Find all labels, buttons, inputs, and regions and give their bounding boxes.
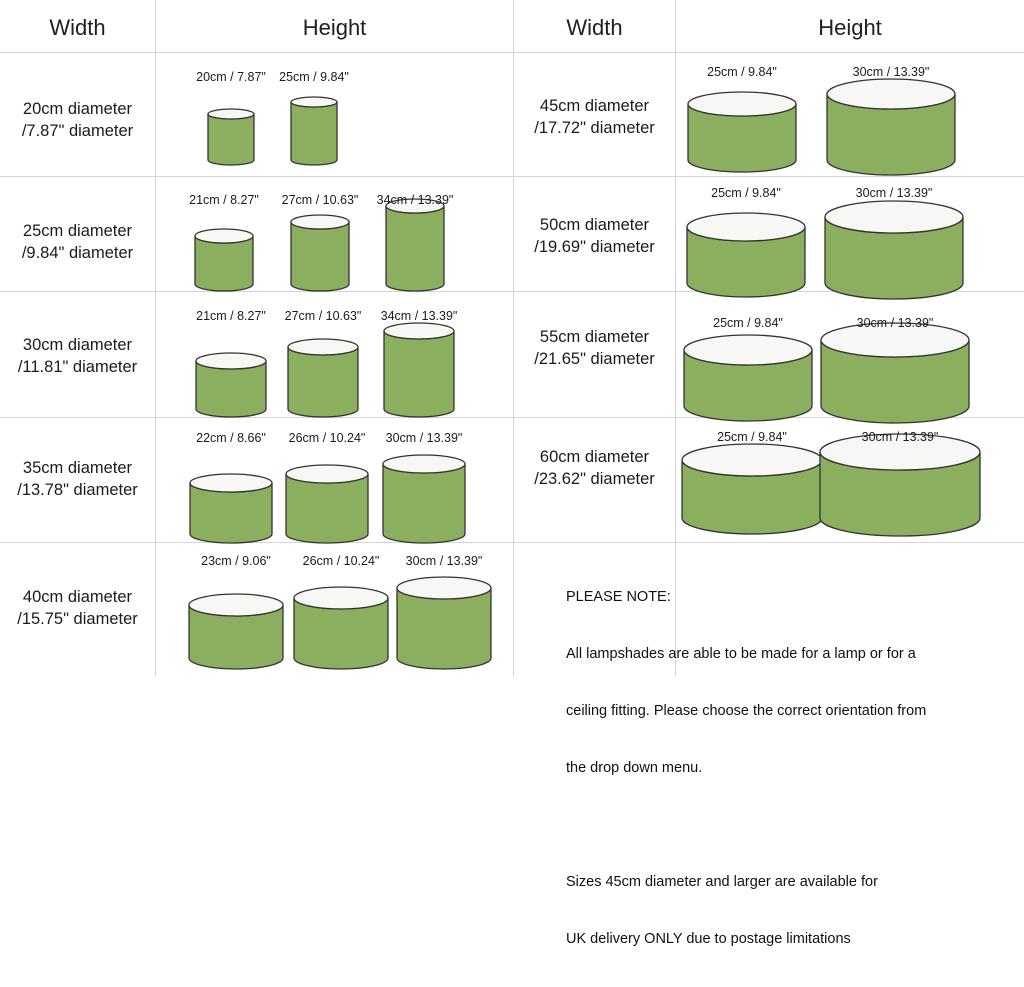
lampshade-cylinder: [394, 574, 494, 672]
lampshade-cylinder: [824, 76, 958, 178]
lampshade-cylinder: [381, 320, 457, 420]
note-p2-line1: Sizes 45cm diameter and larger are avail…: [566, 874, 878, 890]
width-cell-50cm: 50cm diameter /19.69" diameter: [514, 214, 675, 258]
grid-vrule: [513, 0, 514, 676]
lampshade-cylinder: [818, 320, 972, 426]
lampshade-cylinder: [383, 196, 447, 294]
lampshade-cylinder: [187, 471, 275, 546]
lampshade-size-chart: Width Height Width Height 20cm diameter …: [0, 0, 1024, 947]
width-cell-line2: /9.84" diameter: [21, 244, 134, 262]
shade-size-label: 30cm / 13.39": [855, 186, 933, 200]
lampshade-cylinder: [285, 336, 361, 420]
grid-vrule: [675, 0, 676, 676]
shade-size-label: 22cm / 8.66": [196, 431, 266, 445]
width-cell-line1: 50cm diameter: [539, 216, 650, 234]
note-p2-line2: UK delivery ONLY due to postage limitati…: [566, 931, 851, 947]
width-cell-line2: /17.72" diameter: [534, 119, 655, 137]
lampshade-cylinder: [283, 462, 371, 546]
grid-hrule: [0, 291, 1024, 292]
lampshade-cylinder: [192, 226, 256, 294]
lampshade-cylinder: [822, 198, 966, 302]
width-cell-line2: /15.75" diameter: [17, 610, 138, 628]
lampshade-cylinder: [684, 210, 808, 300]
shade-size-label: 30cm / 13.39": [852, 65, 930, 79]
shade-size-label: 30cm / 13.39": [405, 554, 483, 568]
lampshade-cylinder: [679, 441, 825, 537]
width-cell-30cm: 30cm diameter /11.81" diameter: [0, 334, 155, 378]
shade-size-label: 34cm / 13.39": [380, 309, 458, 323]
width-cell-45cm: 45cm diameter /17.72" diameter: [514, 95, 675, 139]
width-cell-line1: 35cm diameter: [22, 459, 133, 477]
shade-size-label: 26cm / 10.24": [288, 431, 366, 445]
note-heading: PLEASE NOTE:: [566, 589, 671, 605]
lampshade-cylinder: [685, 89, 799, 175]
note-p1-line3: the drop down menu.: [566, 760, 703, 776]
header-right-height: Height: [818, 15, 882, 40]
width-cell-20cm: 20cm diameter /7.87" diameter: [0, 98, 155, 142]
header-left-height: Height: [302, 15, 367, 40]
width-cell-35cm: 35cm diameter /13.78" diameter: [0, 457, 155, 501]
width-cell-line1: 60cm diameter: [539, 448, 650, 466]
shade-size-label: 30cm / 13.39": [385, 431, 463, 445]
lampshade-cylinder: [291, 584, 391, 672]
shade-size-label: 25cm / 9.84": [717, 430, 787, 444]
shade-size-label: 26cm / 10.24": [302, 554, 380, 568]
lampshade-cylinder: [186, 591, 286, 672]
shade-size-label: 25cm / 9.84": [713, 316, 783, 330]
shade-size-label: 25cm / 9.84": [707, 65, 777, 79]
shade-size-label: 20cm / 7.87": [196, 70, 266, 84]
grid-hrule: [0, 542, 1024, 543]
width-cell-40cm: 40cm diameter /15.75" diameter: [0, 586, 155, 630]
shade-size-label: 30cm / 13.39": [856, 316, 934, 330]
shade-size-label: 21cm / 8.27": [196, 309, 266, 323]
width-cell-line2: /23.62" diameter: [534, 470, 655, 488]
width-cell-line1: 55cm diameter: [539, 328, 650, 346]
lampshade-cylinder: [817, 431, 983, 539]
width-cell-line1: 25cm diameter: [22, 222, 133, 240]
grid-hrule: [0, 52, 1024, 53]
header-right-width: Width: [566, 15, 623, 40]
shade-size-label: 23cm / 9.06": [201, 554, 271, 568]
shade-size-label: 30cm / 13.39": [861, 430, 939, 444]
grid-vrule: [155, 0, 156, 676]
lampshade-cylinder: [193, 350, 269, 420]
width-cell-55cm: 55cm diameter /21.65" diameter: [514, 326, 675, 370]
width-cell-line2: /21.65" diameter: [534, 350, 655, 368]
shade-size-label: 21cm / 8.27": [189, 193, 259, 207]
shade-size-label: 27cm / 10.63": [284, 309, 362, 323]
width-cell-line1: 40cm diameter: [22, 588, 133, 606]
lampshade-cylinder: [380, 452, 468, 546]
lampshade-cylinder: [205, 106, 257, 168]
width-cell-25cm: 25cm diameter /9.84" diameter: [0, 220, 155, 264]
shade-size-label: 25cm / 9.84": [711, 186, 781, 200]
please-note-panel: PLEASE NOTE: All lampshades are able to …: [566, 550, 986, 987]
shade-size-label: 27cm / 10.63": [281, 193, 359, 207]
width-cell-60cm: 60cm diameter /23.62" diameter: [514, 446, 675, 490]
shade-size-label: 25cm / 9.84": [279, 70, 349, 84]
width-cell-line2: /13.78" diameter: [17, 481, 138, 499]
note-p1-line1: All lampshades are able to be made for a…: [566, 646, 916, 662]
width-cell-line1: 45cm diameter: [539, 97, 650, 115]
note-p1-line2: ceiling fitting. Please choose the corre…: [566, 703, 927, 719]
lampshade-cylinder: [288, 212, 352, 294]
width-cell-line2: /19.69" diameter: [534, 238, 655, 256]
grid-hrule: [0, 417, 1024, 418]
width-cell-line2: /11.81" diameter: [17, 358, 138, 376]
width-cell-line1: 30cm diameter: [22, 336, 133, 354]
shade-size-label: 34cm / 13.39": [376, 193, 454, 207]
note-spacer: [566, 816, 986, 835]
lampshade-cylinder: [288, 94, 340, 168]
header-left-width: Width: [49, 15, 106, 40]
lampshade-cylinder: [681, 332, 815, 424]
grid-hrule: [0, 176, 1024, 177]
width-cell-line1: 20cm diameter: [22, 100, 133, 118]
width-cell-line2: /7.87" diameter: [21, 122, 134, 140]
